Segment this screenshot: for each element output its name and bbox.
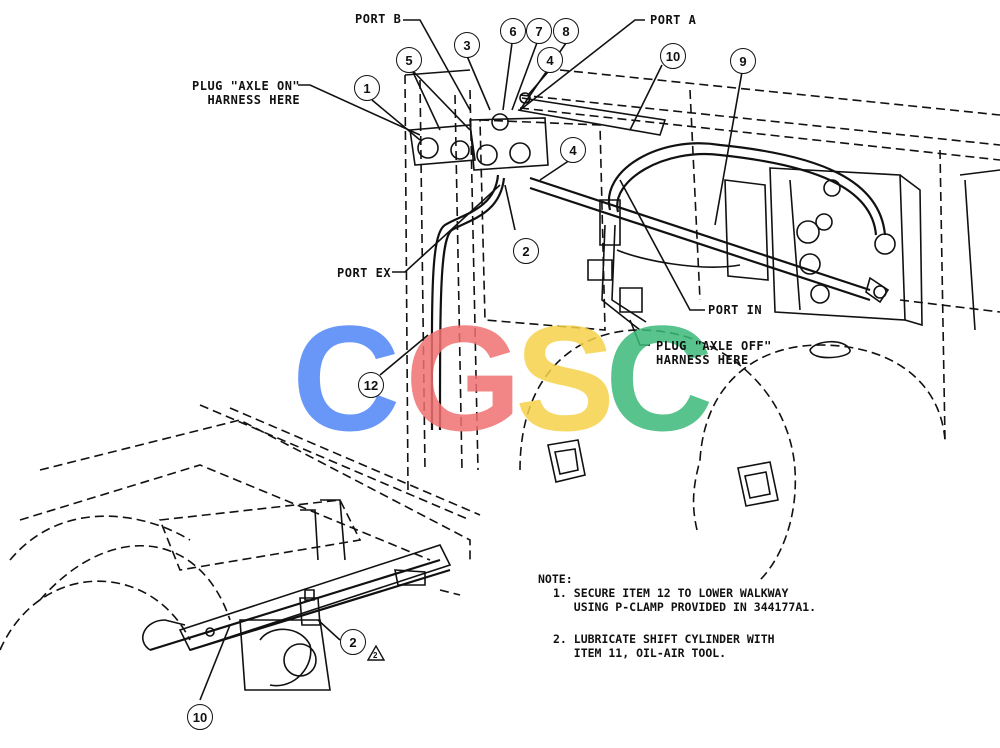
note-item-1: 1. SECURE ITEM 12 TO LOWER WALKWAY USING… [553,586,817,614]
callout-9: 9 [730,48,756,74]
warning-triangle-number: 2 [373,651,378,660]
callout-8: 8 [553,18,579,44]
label-port-a: PORT A [650,13,697,27]
watermark-letter-g: G [405,294,522,462]
callout-4-top: 4 [537,47,563,73]
watermark-letter-s: S [515,294,616,462]
callout-3: 3 [454,32,480,58]
watermark-letter-c1: C [292,294,401,462]
label-port-in: PORT IN [708,303,763,317]
callout-2: 2 [513,238,539,264]
callout-2-inset: 2 [340,629,366,655]
note-heading: NOTE: [538,572,573,586]
callout-7: 7 [526,18,552,44]
callout-10-top: 10 [660,43,686,69]
callout-5: 5 [396,47,422,73]
note-item-2: 2. LUBRICATE SHIFT CYLINDER WITH ITEM 11… [553,632,775,660]
watermark-letter-c2: C [605,294,714,462]
callout-12: 12 [358,372,384,398]
label-port-ex: PORT EX [337,266,392,280]
label-plug-axle-on: PLUG "AXLE ON" HARNESS HERE [192,79,301,107]
callout-10-inset: 10 [187,704,213,730]
callout-1: 1 [354,75,380,101]
label-port-b: PORT B [355,12,402,26]
callout-6: 6 [500,18,526,44]
warning-triangle-icon: 2 [366,644,386,661]
label-plug-axle-off: PLUG "AXLE OFF" HARNESS HERE [656,339,772,367]
callout-4-mid: 4 [560,137,586,163]
